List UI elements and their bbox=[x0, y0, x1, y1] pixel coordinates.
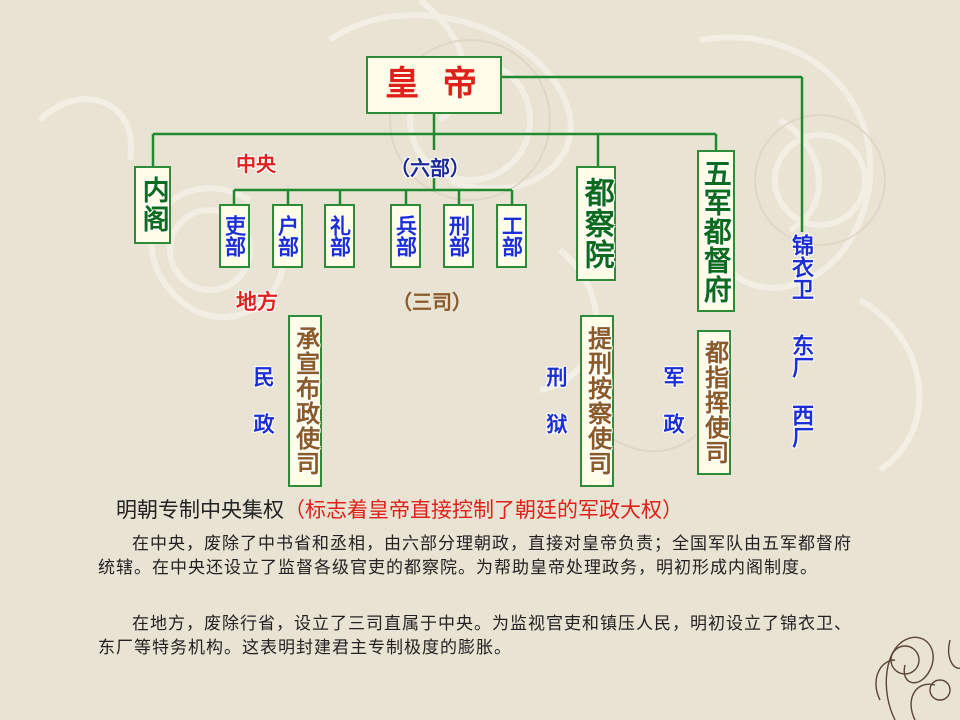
wujun-label: 五军都督府 bbox=[699, 158, 733, 304]
xichang-label: 西厂 bbox=[788, 404, 814, 448]
paragraph-local: 在地方，废除行省，设立了三司直属于中央。为监视官吏和镇压人民，明初设立了锦衣卫、… bbox=[98, 612, 856, 660]
paragraph-central-text: 在中央，废除了中书省和丞相，由六部分理朝政，直接对皇帝负责；全国军队由五军都督府… bbox=[98, 534, 852, 578]
neige-label: 内阁 bbox=[137, 176, 169, 234]
paragraph-central: 在中央，废除了中书省和丞相，由六部分理朝政，直接对皇帝负责；全国军队由五军都督府… bbox=[98, 532, 856, 580]
paragraph-local-text: 在地方，废除行省，设立了三司直属于中央。为监视官吏和镇压人民，明初设立了锦衣卫、… bbox=[98, 614, 852, 658]
chengxuan-label: 承宣布政使司 bbox=[291, 326, 320, 476]
junzheng-text: 军政 bbox=[661, 366, 686, 460]
corner-ornament-icon bbox=[875, 636, 960, 720]
junzheng-label: 军政 bbox=[661, 366, 686, 460]
ministry-gong-label: 工部 bbox=[499, 215, 524, 257]
chengxuan-box: 承宣布政使司 bbox=[288, 315, 322, 487]
liubu-label: （六部） bbox=[390, 156, 470, 180]
xingyu-text: 刑狱 bbox=[544, 366, 569, 460]
tixing-box: 提刑按察使司 bbox=[580, 315, 614, 487]
emperor-box: 皇 帝 bbox=[366, 56, 502, 114]
ministry-bing-box: 兵部 bbox=[390, 204, 421, 268]
caption: 明朝专制中央集权（标志着皇帝直接控制了朝廷的军政大权） bbox=[116, 494, 683, 524]
caption-paren: （标志着皇帝直接控制了朝廷的军政大权） bbox=[284, 498, 683, 522]
minzheng-label: 民政 bbox=[251, 366, 276, 460]
duzhihui-box: 都指挥使司 bbox=[697, 330, 731, 475]
minzheng-text: 民政 bbox=[251, 366, 276, 460]
jinyiwei-label: 锦衣卫 bbox=[788, 234, 813, 300]
ministry-lirites-label: 礼部 bbox=[327, 215, 352, 257]
wujun-box: 五军都督府 bbox=[697, 150, 735, 312]
sansi-label: （三司） bbox=[392, 290, 472, 314]
difang-label: 地方 bbox=[236, 290, 278, 314]
ministry-li-box: 吏部 bbox=[219, 204, 250, 268]
tixing-label: 提刑按察使司 bbox=[583, 326, 612, 476]
ministry-xing-box: 刑部 bbox=[443, 204, 474, 268]
dongchang-text: 东厂 bbox=[788, 334, 814, 378]
duchayuan-label: 都察院 bbox=[578, 177, 614, 270]
ministry-gong-box: 工部 bbox=[496, 204, 527, 268]
zhongyang-label: 中央 bbox=[236, 152, 276, 176]
ministry-li-label: 吏部 bbox=[222, 215, 247, 257]
duzhihui-label: 都指挥使司 bbox=[700, 340, 729, 465]
ministry-lirites-box: 礼部 bbox=[324, 204, 355, 268]
dongchang-label: 东厂 bbox=[788, 334, 814, 378]
ministry-hu-box: 户部 bbox=[272, 204, 303, 268]
emperor-label: 皇 帝 bbox=[385, 64, 483, 105]
duchayuan-box: 都察院 bbox=[576, 166, 616, 281]
neige-box: 内阁 bbox=[134, 166, 171, 244]
jinyiwei-text: 锦衣卫 bbox=[788, 234, 813, 300]
caption-main: 明朝专制中央集权 bbox=[116, 498, 284, 522]
xichang-text: 西厂 bbox=[788, 404, 814, 448]
ministry-bing-label: 兵部 bbox=[393, 215, 418, 257]
ministry-hu-label: 户部 bbox=[275, 215, 300, 257]
ministry-xing-label: 刑部 bbox=[446, 215, 471, 257]
xingyu-label: 刑狱 bbox=[544, 366, 569, 460]
